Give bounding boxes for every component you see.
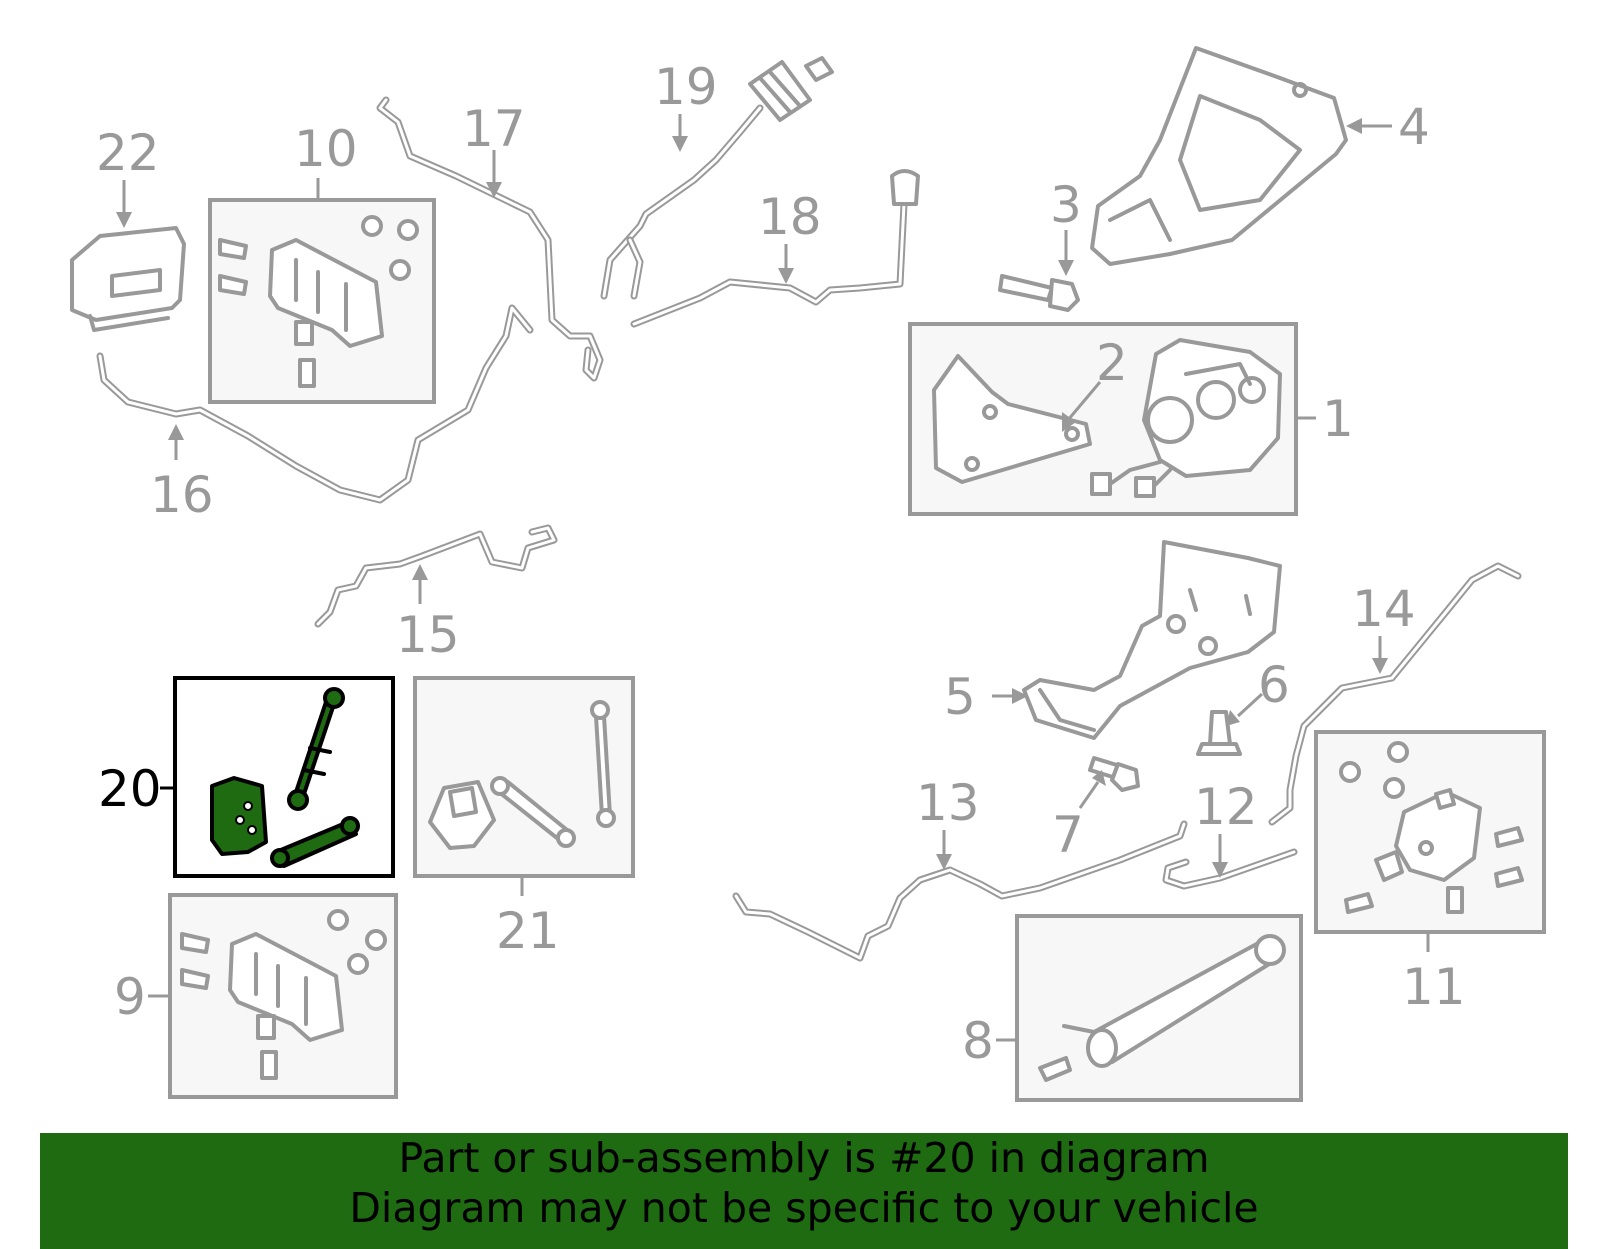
callout-19: 19	[654, 58, 718, 116]
callout-13: 13	[916, 774, 980, 832]
callout-3: 3	[1050, 176, 1082, 234]
part-11	[1339, 741, 1524, 914]
part-7[interactable]	[1088, 756, 1140, 792]
callout-14: 14	[1352, 580, 1416, 638]
callout-9: 9	[114, 968, 146, 1026]
callout-8: 8	[962, 1012, 994, 1070]
callout-20: 20	[98, 760, 162, 818]
part-12[interactable]	[1162, 848, 1298, 890]
callout-1: 1	[1322, 390, 1354, 448]
part-6[interactable]	[1196, 710, 1242, 756]
callout-11: 11	[1402, 958, 1466, 1016]
callout-7: 7	[1052, 806, 1084, 864]
part-21	[428, 700, 616, 850]
callout-21: 21	[496, 902, 560, 960]
callout-10: 10	[294, 120, 358, 178]
callout-15: 15	[396, 606, 460, 664]
callout-16: 16	[150, 466, 214, 524]
part-20	[210, 687, 360, 868]
callout-6: 6	[1258, 656, 1290, 714]
part-15[interactable]	[314, 524, 558, 628]
info-banner: Part or sub-assembly is #20 in diagram D…	[40, 1133, 1568, 1249]
part-19[interactable]	[600, 56, 834, 300]
part-4[interactable]	[1090, 46, 1348, 266]
part-2	[932, 354, 1092, 484]
part-10	[218, 215, 419, 388]
part-22[interactable]	[70, 226, 186, 332]
part-13[interactable]	[732, 820, 1188, 962]
callout-18: 18	[758, 188, 822, 246]
callout-22: 22	[96, 124, 160, 182]
callout-4: 4	[1398, 98, 1430, 156]
callout-2: 2	[1096, 334, 1128, 392]
banner-line-2: Diagram may not be specific to your vehi…	[349, 1184, 1259, 1232]
banner-line-1: Part or sub-assembly is #20 in diagram	[398, 1134, 1210, 1182]
callout-12: 12	[1194, 778, 1258, 836]
part-20-box[interactable]	[173, 676, 395, 878]
part-9	[180, 909, 387, 1080]
part-1	[1090, 338, 1282, 498]
callout-5: 5	[944, 668, 976, 726]
part-8	[1038, 934, 1286, 1082]
part-14[interactable]	[1268, 562, 1522, 826]
callout-17: 17	[462, 100, 526, 158]
part-3[interactable]	[998, 274, 1080, 312]
part-16[interactable]	[96, 304, 534, 504]
part-18[interactable]	[630, 169, 920, 328]
part-5[interactable]	[1022, 540, 1282, 740]
part-17[interactable]	[376, 96, 604, 382]
